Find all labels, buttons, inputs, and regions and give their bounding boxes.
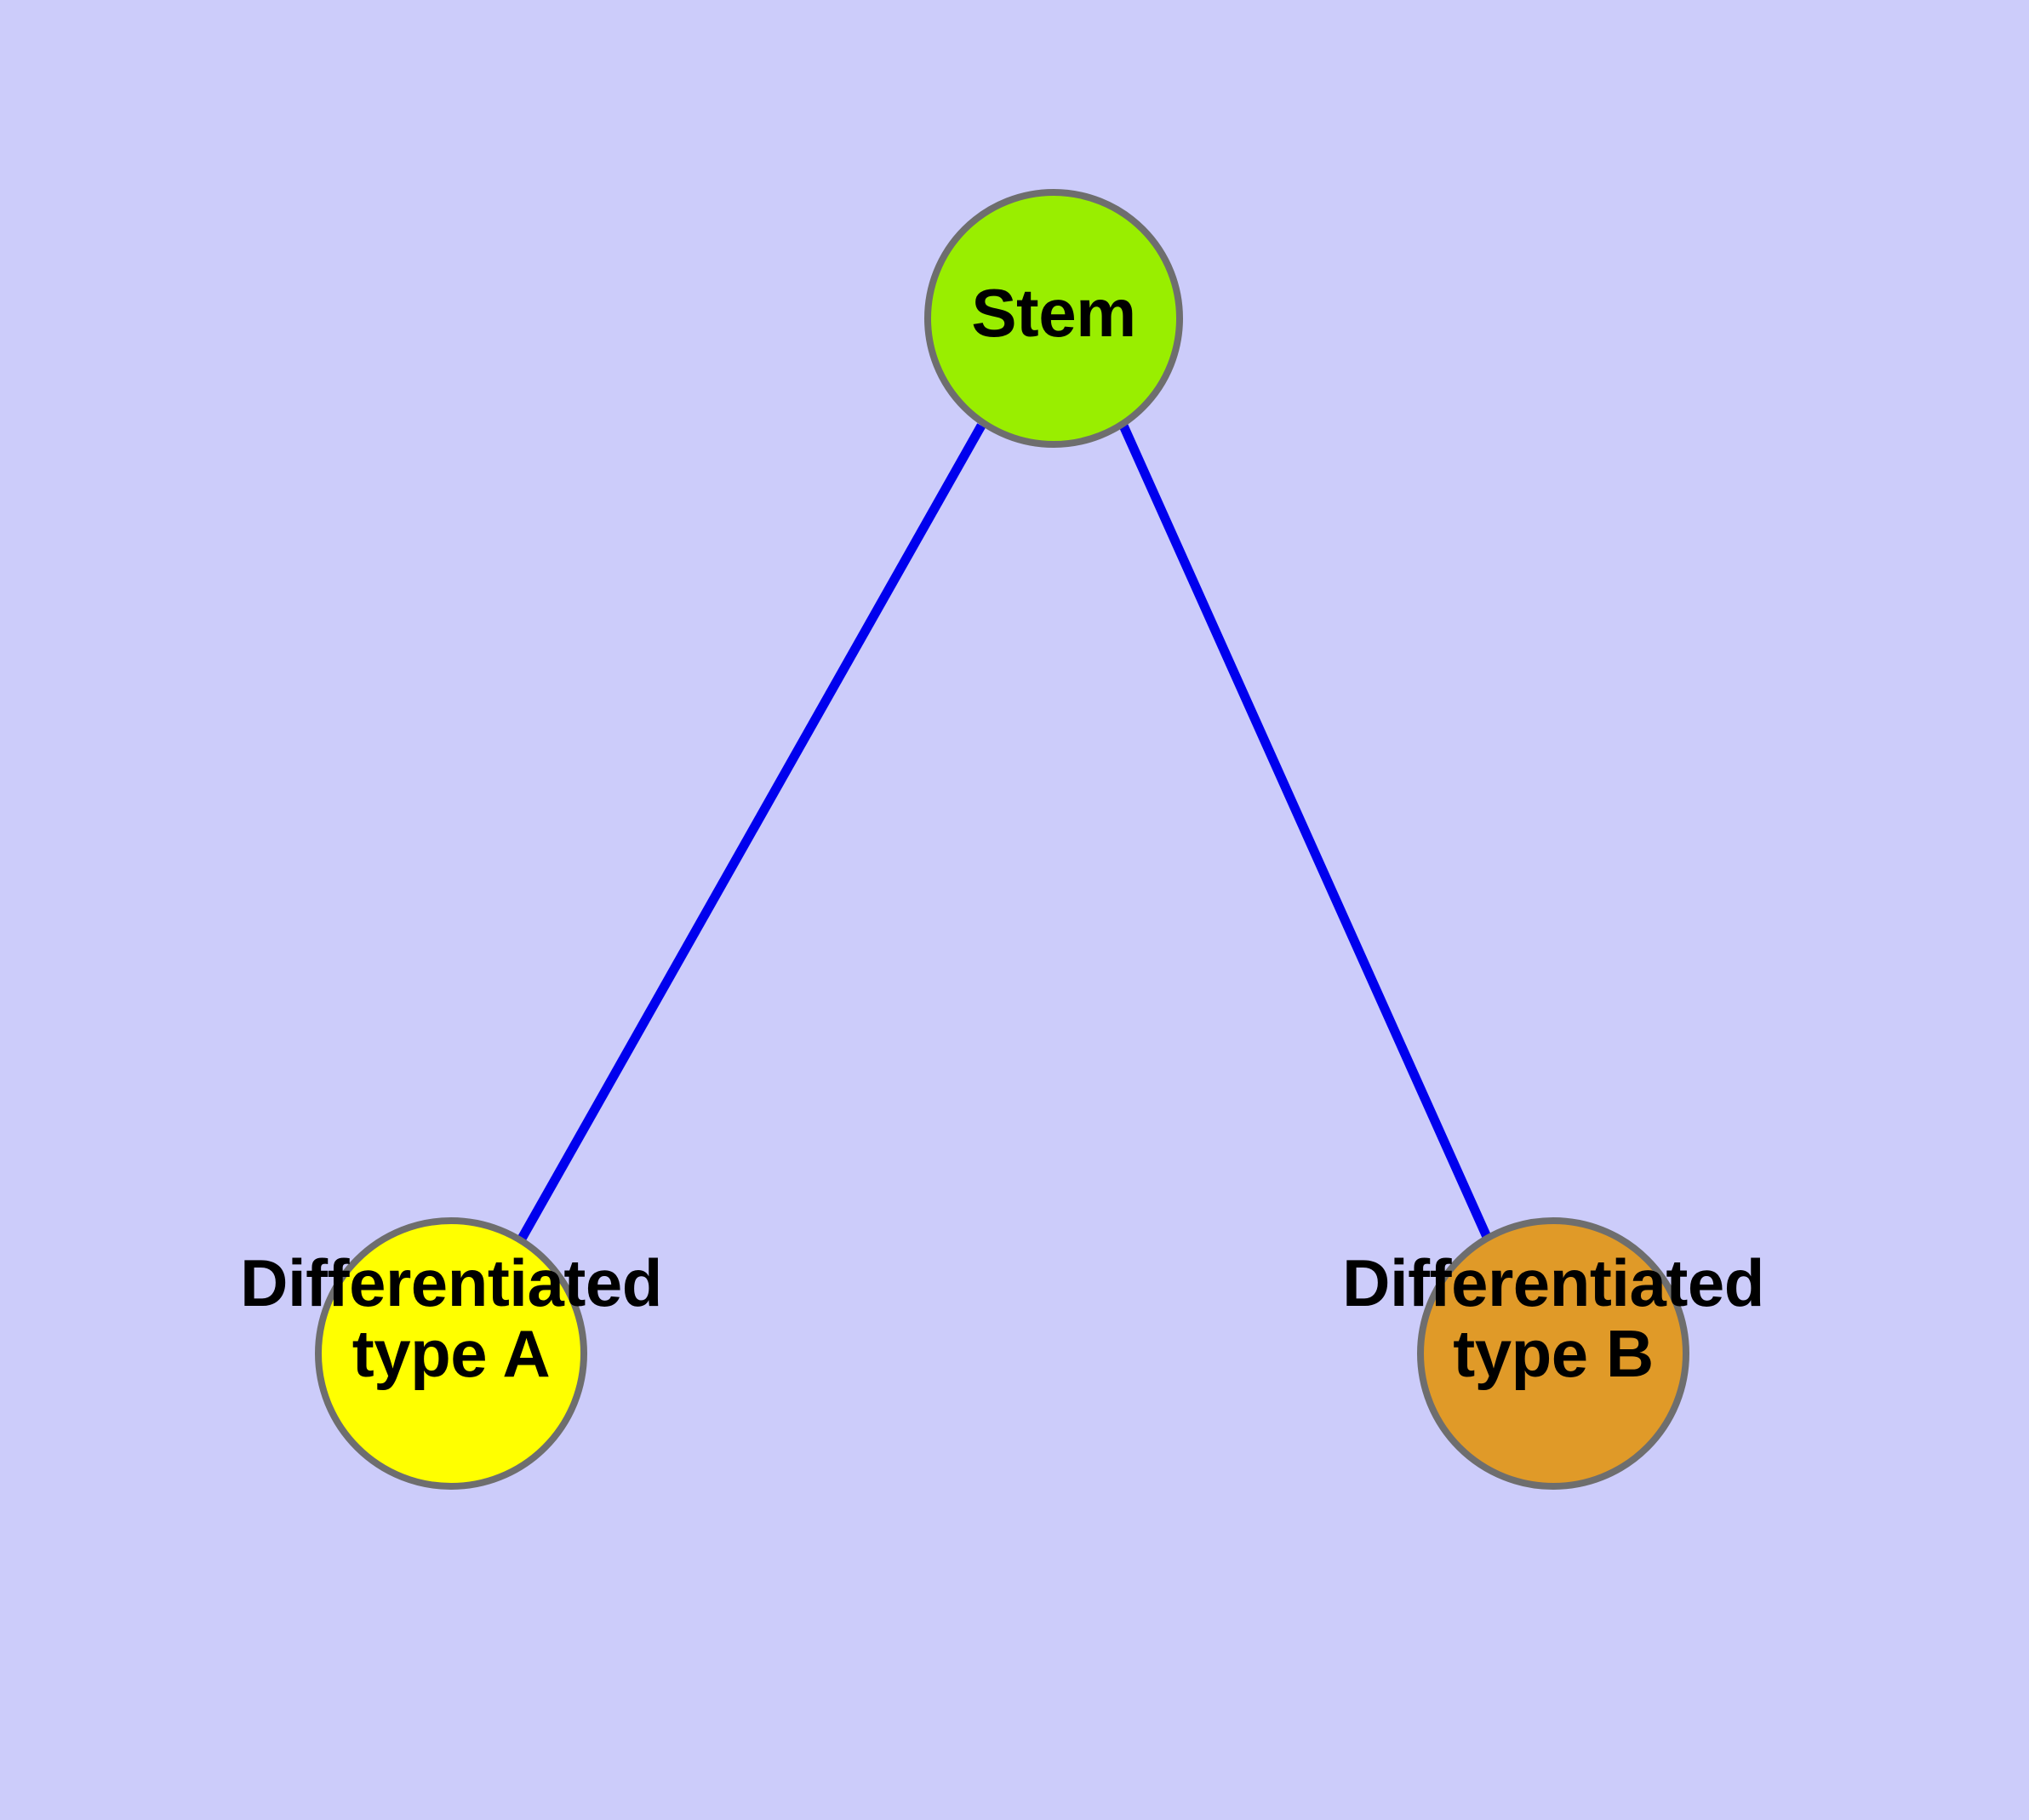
node-stem[interactable]	[924, 189, 1183, 448]
node-differentiated-type-a[interactable]	[315, 1217, 587, 1490]
node-differentiated-type-b[interactable]	[1417, 1217, 1689, 1490]
edge-stem-to-diff-b	[1118, 423, 1492, 1239]
edge-stem-to-diff-a	[517, 423, 986, 1241]
